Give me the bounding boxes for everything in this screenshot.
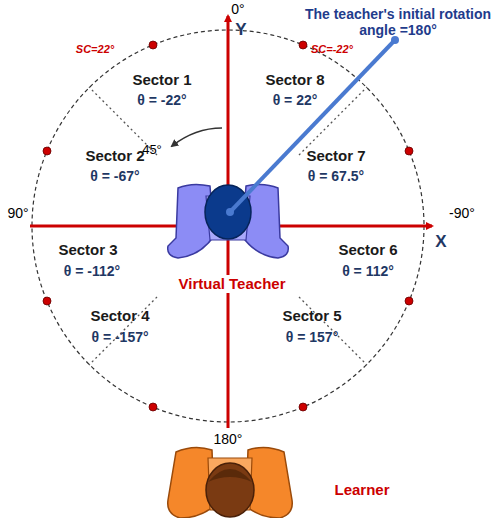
sector-angle: θ = 157°	[286, 329, 338, 345]
sector-name: Sector 8	[265, 71, 324, 88]
angle-label: -90°	[449, 205, 475, 221]
angle-label: 90°	[7, 205, 28, 221]
figure-label: Learner	[332, 481, 391, 498]
sector-name: Sector 4	[90, 307, 149, 324]
sector-angle: θ = -67°	[90, 168, 139, 184]
sector-name: Sector 2	[85, 147, 144, 164]
sector-name: Sector 6	[338, 241, 397, 258]
sector-name: Sector 7	[306, 147, 365, 164]
angle-label: 45°	[142, 143, 162, 158]
sector-angle: θ = -22°	[137, 92, 186, 108]
sector-angle: θ = -157°	[91, 329, 148, 345]
sector-name: Sector 1	[132, 71, 191, 88]
sector-dots	[43, 41, 413, 411]
sector-angle: θ = -112°	[64, 263, 120, 279]
callout-leader	[230, 40, 395, 212]
teacher-figure	[168, 184, 289, 258]
figure-label: Virtual Teacher	[177, 275, 288, 292]
sector-angle: θ = 22°	[273, 92, 318, 108]
callout-text: The teacher's initial rotation angle =18…	[303, 6, 493, 38]
angle-label: 180°	[214, 431, 243, 447]
sector-center-label: SC=22°	[76, 43, 114, 56]
axis-name: Y	[235, 20, 246, 40]
sector-name: Sector 5	[282, 307, 341, 324]
sector-angle: θ = 67.5°	[308, 168, 364, 184]
leader-dot	[226, 208, 234, 216]
learner-figure	[168, 447, 293, 518]
axis-name: X	[435, 232, 446, 252]
angle-label: 0°	[231, 1, 244, 17]
sector-center-label: SC=-22°	[311, 43, 353, 56]
angle-arrow	[172, 128, 222, 146]
sector-angle: θ = 112°	[342, 263, 394, 279]
sector-name: Sector 3	[58, 241, 117, 258]
